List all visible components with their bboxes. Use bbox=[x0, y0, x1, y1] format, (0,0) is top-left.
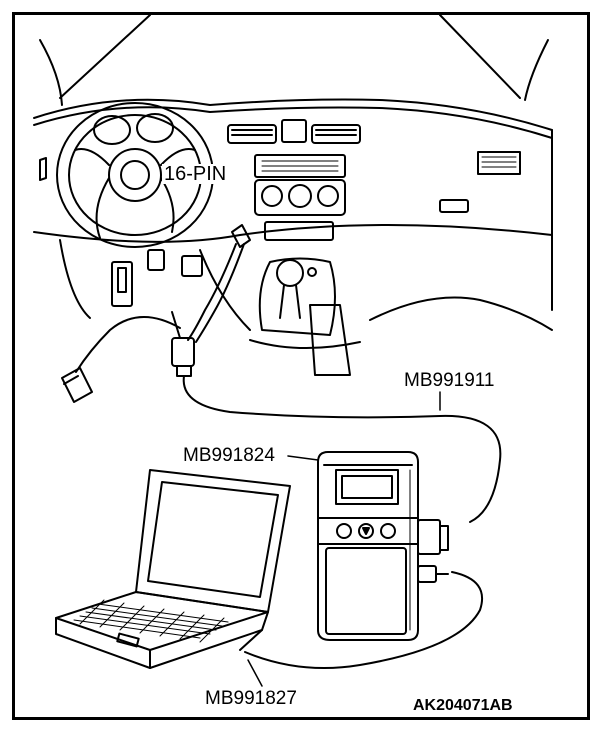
figure-code: AK204071AB bbox=[413, 697, 513, 714]
cable-label-top: MB991911 bbox=[404, 370, 495, 391]
dashboard bbox=[33, 14, 553, 311]
laptop bbox=[55, 469, 483, 669]
leader-lines bbox=[247, 391, 441, 687]
figure-frame bbox=[12, 12, 590, 720]
vci-device bbox=[317, 451, 449, 641]
pedals bbox=[59, 239, 251, 331]
diagnostic-cable-top bbox=[61, 224, 502, 523]
center-console bbox=[249, 257, 553, 376]
device-label: MB991824 bbox=[183, 445, 275, 466]
connector-label: 16-PIN bbox=[162, 163, 229, 185]
cable-label-bottom: MB991827 bbox=[205, 688, 297, 709]
